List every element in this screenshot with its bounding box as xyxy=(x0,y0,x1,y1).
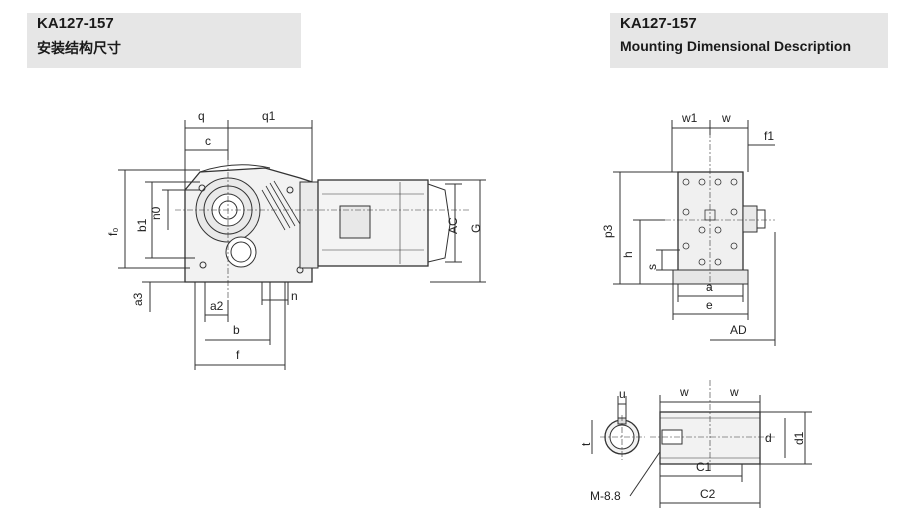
dim-c2: C2 xyxy=(700,487,716,501)
front-view: q q1 c f₀ b1 n0 AC G a3 a2 xyxy=(106,109,486,370)
dim-b1: b1 xyxy=(135,218,149,232)
dim-w: w xyxy=(721,111,731,125)
dim-w-right: w xyxy=(729,385,739,399)
dim-t: t xyxy=(579,442,593,446)
subtitle: 安装结构尺寸 xyxy=(37,40,121,56)
header-left: KA127-157 安装结构尺寸 xyxy=(27,13,301,68)
dim-ac: AC xyxy=(446,217,460,234)
dim-f1: f1 xyxy=(764,129,774,143)
dim-s: s xyxy=(645,264,659,270)
header-right: KA127-157 Mounting Dimensional Descripti… xyxy=(610,13,888,68)
dim-c: c xyxy=(205,134,211,148)
dim-n0: n0 xyxy=(149,206,163,220)
thread-label: M-8.8 xyxy=(590,489,621,503)
dim-q: q xyxy=(198,109,205,123)
dim-a: a xyxy=(706,280,713,294)
dim-c1: C1 xyxy=(696,460,712,474)
dim-f0: f₀ xyxy=(106,228,120,236)
subtitle: Mounting Dimensional Description xyxy=(620,38,852,54)
dim-g: G xyxy=(469,224,483,233)
dim-e: e xyxy=(706,298,713,312)
dim-f: f xyxy=(236,348,240,362)
dim-p3: p3 xyxy=(601,224,615,238)
dim-n: n xyxy=(291,289,298,303)
dim-a2: a2 xyxy=(210,299,224,313)
model-title: KA127-157 xyxy=(620,15,697,32)
shaft-view: u t M-8.8 w w d d1 C1 C2 xyxy=(579,380,812,508)
side-view: w1 w f1 p3 h s a e AD xyxy=(601,111,776,346)
dim-ad: AD xyxy=(730,323,747,337)
model-title: KA127-157 xyxy=(37,15,114,32)
dim-w-left: w xyxy=(679,385,689,399)
dim-d1: d1 xyxy=(792,431,806,445)
dim-u: u xyxy=(619,387,626,401)
dim-a3: a3 xyxy=(131,292,145,306)
dim-b: b xyxy=(233,323,240,337)
dim-h: h xyxy=(621,251,635,258)
dim-w1: w1 xyxy=(681,111,698,125)
dim-d: d xyxy=(765,431,772,445)
dim-q1: q1 xyxy=(262,109,276,123)
